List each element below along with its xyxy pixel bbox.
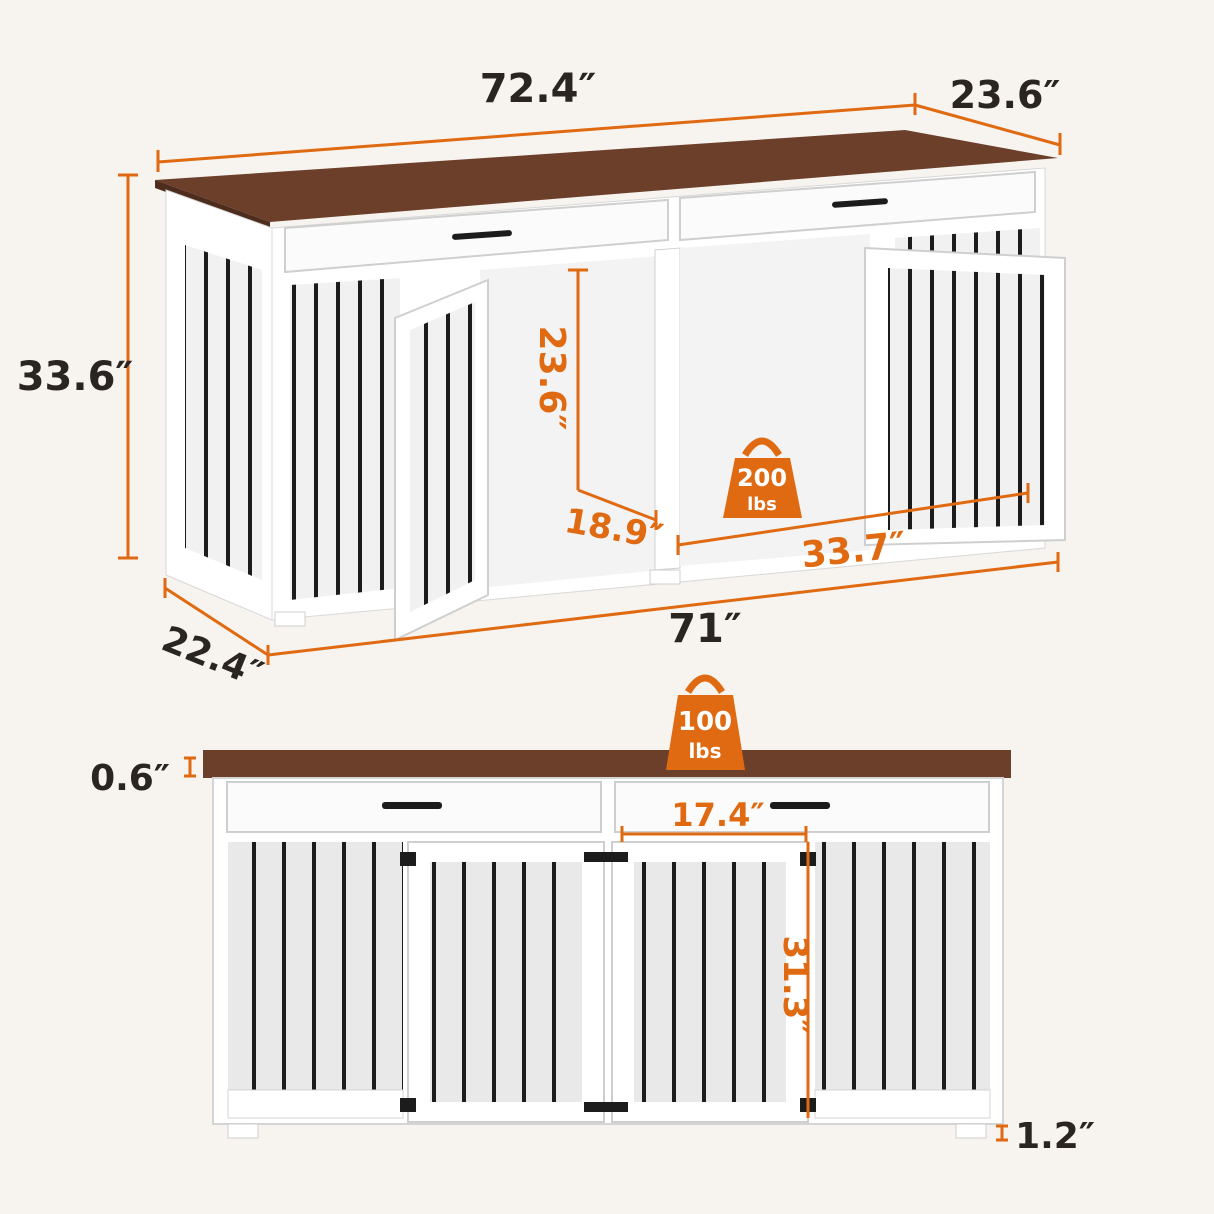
weight-icon-100 <box>685 674 725 694</box>
front-view: 100 lbs 0.6″ 17.4″ 31.3″ 1.2″ <box>90 674 1095 1157</box>
front-handle-left <box>382 802 442 809</box>
front-right-bars <box>815 842 990 1102</box>
label-top-length: 72.4″ <box>480 66 597 112</box>
walnut-top-perspective <box>155 130 1058 222</box>
center-divider <box>654 247 681 571</box>
front-handle-right <box>770 802 830 809</box>
perspective-dimension-lines <box>118 93 1062 665</box>
weight-unit-100: lbs <box>688 739 721 763</box>
dim-line-base-depth <box>164 586 269 657</box>
dim-line-top-length <box>157 103 916 164</box>
weight-badge-200: 200 lbs <box>723 437 802 518</box>
front-door-right-bars <box>634 862 786 1102</box>
dim-line-top-depth <box>914 103 1061 147</box>
front-right-base-shelf <box>814 1089 991 1119</box>
drawer-handle-left <box>452 230 512 240</box>
label-base-depth: 22.4″ <box>156 619 269 696</box>
weight-unit-200: lbs <box>747 494 777 515</box>
label-top-thickness: 0.6″ <box>90 758 170 799</box>
weight-value-100: 100 <box>678 707 732 737</box>
label-foot-height: 1.2″ <box>1015 1116 1095 1157</box>
front-foot-left <box>227 1123 259 1139</box>
foot-left <box>274 611 306 627</box>
dim-line-base-length <box>267 560 1059 657</box>
perspective-view: 200 lbs 72.4″ 23.6″ 33.6″ 23.6″ 18.9″ 33… <box>17 66 1066 696</box>
front-left-base-shelf <box>227 1089 404 1119</box>
dim-line-inner-depth <box>577 488 657 522</box>
label-door-height: 31.3″ <box>775 935 815 1034</box>
label-inner-height: 23.6″ <box>531 326 572 431</box>
weight-icon <box>742 437 782 457</box>
label-top-depth: 23.6″ <box>950 73 1061 117</box>
weight-value-200: 200 <box>737 464 787 492</box>
label-base-length: 71″ <box>668 606 742 652</box>
right-door-bars <box>888 268 1045 530</box>
right-compartment-interior <box>680 234 870 566</box>
left-compartment-bars <box>290 278 400 600</box>
dim-line-inner-width <box>677 491 1029 547</box>
front-foot-right <box>955 1123 987 1139</box>
walnut-top-front <box>203 750 1011 778</box>
label-door-width: 17.4″ <box>671 796 764 834</box>
drawer-handle-right <box>832 198 888 208</box>
left-door-bars <box>410 302 475 612</box>
front-dimension-lines <box>184 756 1008 1142</box>
foot-center <box>649 569 681 585</box>
label-height: 33.6″ <box>17 354 134 400</box>
left-side-bars <box>185 245 262 580</box>
front-door-left-bars <box>430 862 582 1102</box>
front-left-bars <box>228 842 403 1102</box>
weight-badge-100: 100 lbs <box>666 674 745 770</box>
door-hinges <box>400 852 816 1112</box>
